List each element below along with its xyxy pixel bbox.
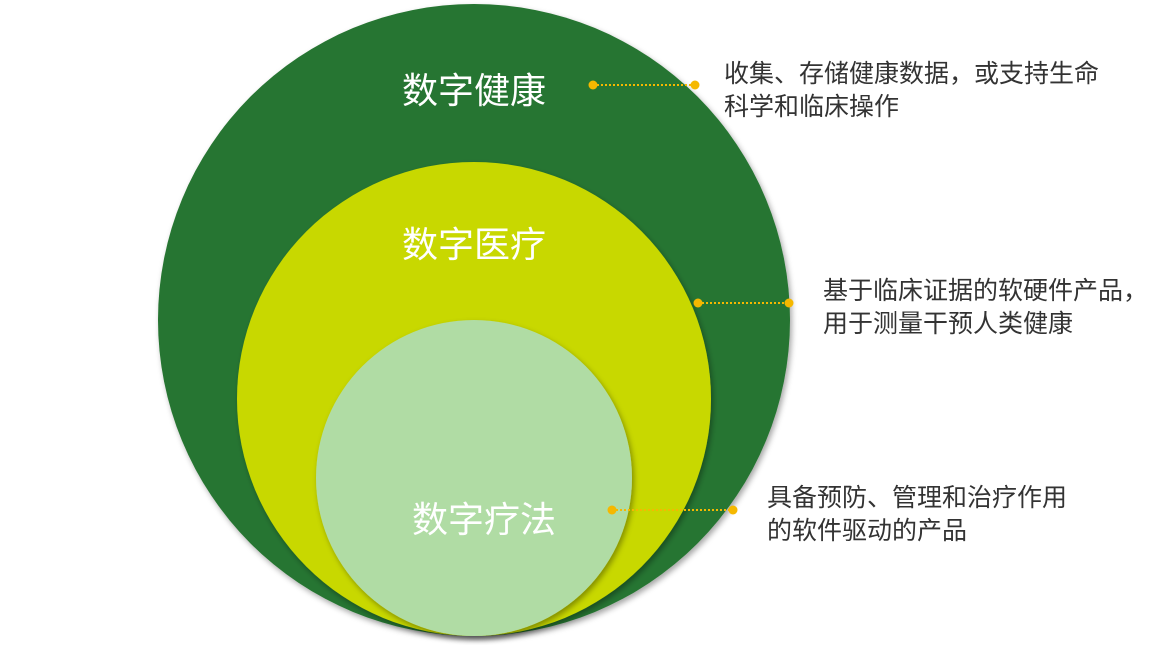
digital-therapeutics-description: 具备预防、管理和治疗作用 的软件驱动的产品 — [767, 482, 1067, 548]
description-line: 收集、存储健康数据，或支持生命 — [724, 60, 1100, 88]
digital-medicine-description: 基于临床证据的软硬件产品， 用于测量干预人类健康 — [823, 275, 1148, 341]
description-line: 用于测量干预人类健康 — [823, 310, 1074, 338]
description-line: 的软件驱动的产品 — [767, 517, 968, 545]
connector-2 — [693, 298, 794, 308]
connector-3 — [607, 505, 738, 515]
digital-therapeutics-circle — [316, 320, 632, 636]
digital-therapeutics-label: 数字疗法 — [411, 499, 557, 540]
description-line: 科学和临床操作 — [724, 93, 900, 121]
description-line: 基于临床证据的软硬件产品， — [823, 277, 1149, 305]
digital-health-label: 数字健康 — [401, 70, 547, 111]
digital-health-description: 收集、存储健康数据，或支持生命 科学和临床操作 — [724, 58, 1099, 124]
digital-medicine-label: 数字医疗 — [401, 224, 547, 265]
description-line: 具备预防、管理和治疗作用 — [767, 484, 1068, 512]
connector-1 — [588, 80, 700, 90]
